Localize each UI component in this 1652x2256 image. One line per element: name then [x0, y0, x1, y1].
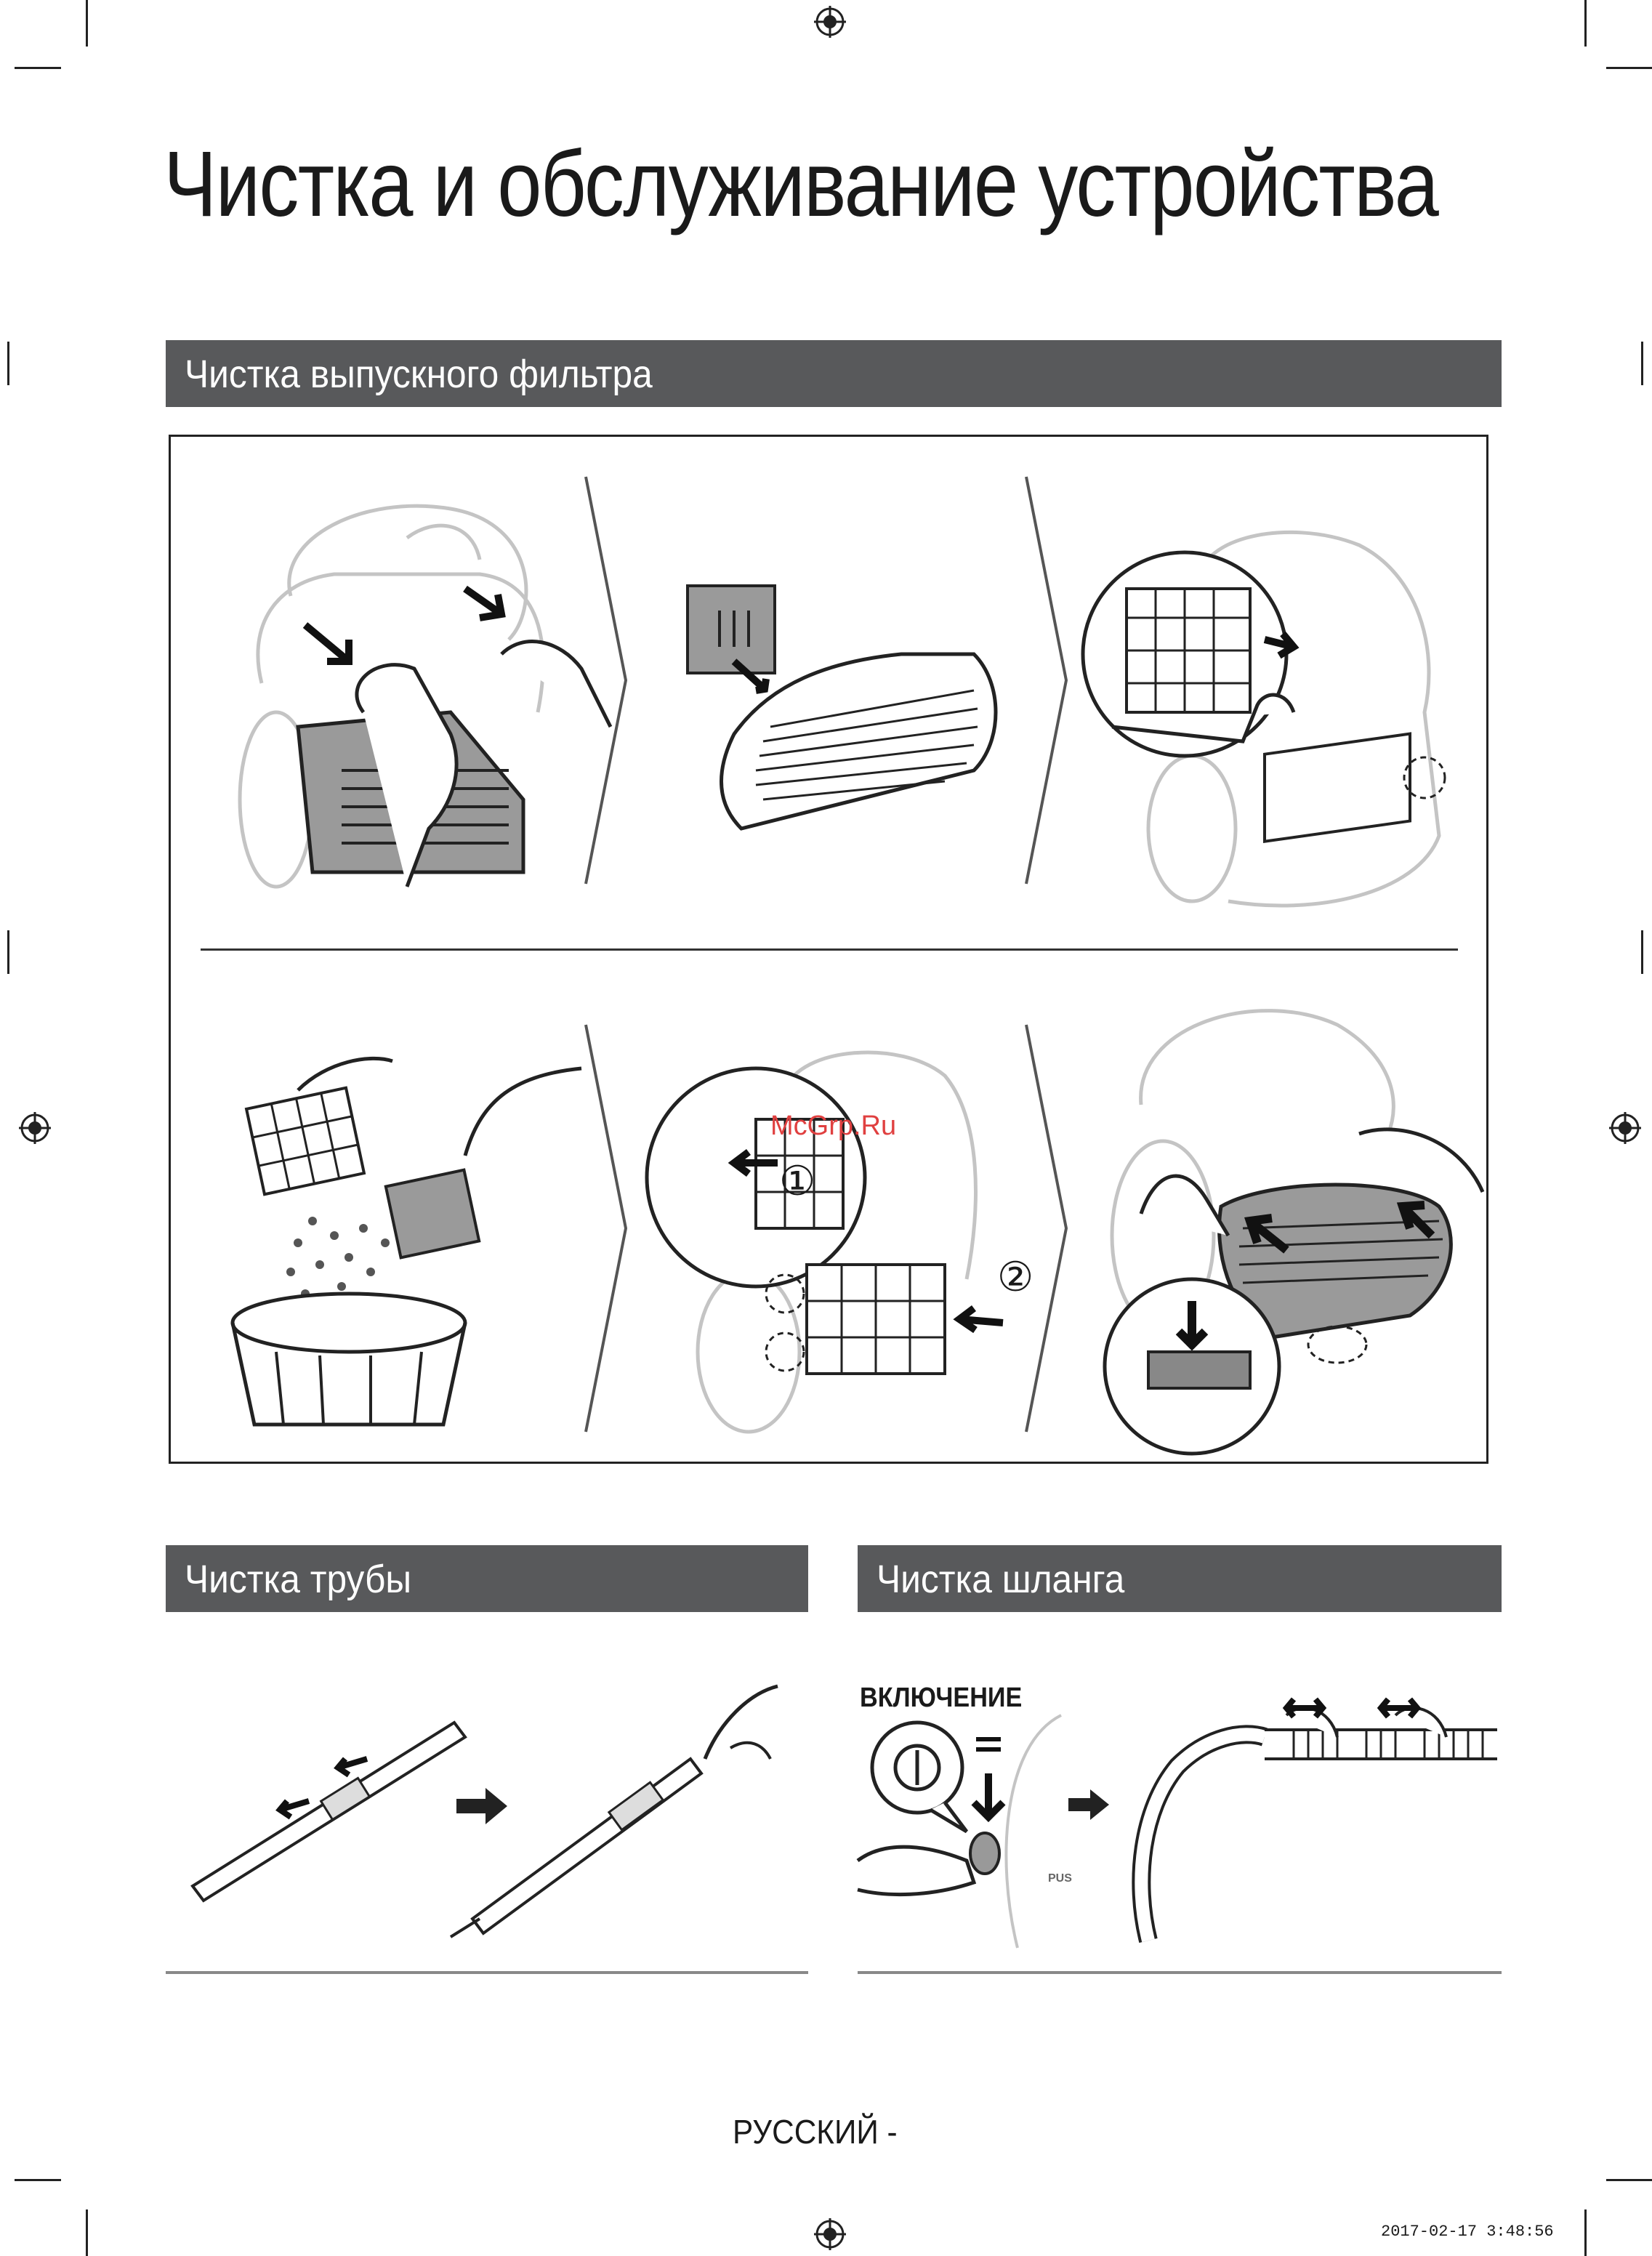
step-marker-1: ①: [779, 1157, 815, 1205]
section-heading-pipe: Чистка трубы: [185, 1557, 411, 1602]
power-button-text: PUS: [1048, 1872, 1072, 1885]
crop-mark-bottom-right-v: [1584, 2209, 1587, 2256]
crosshair-registration-icon: [814, 2218, 846, 2250]
step-separator-chevron: [1026, 1025, 1070, 1432]
step-separator-chevron: [1026, 477, 1070, 884]
crosshair-registration-icon: [19, 1112, 51, 1144]
section-bar-exhaust-filter: Чистка выпускного фильтра: [166, 340, 1502, 407]
section-bar-hose: Чистка шланга: [858, 1545, 1502, 1612]
crop-mark-top-left-v: [86, 0, 88, 47]
power-on-label: ВКЛЮЧЕНИЕ: [860, 1683, 1022, 1714]
page-footer-language: РУССКИЙ -: [733, 2112, 898, 2151]
step-separator-chevron: [586, 1025, 629, 1432]
steps-row-divider: [201, 948, 1458, 951]
crop-mark-top-right-v: [1584, 0, 1587, 47]
crop-mark-bottom-left-v: [86, 2209, 88, 2256]
crop-mark-bottom-right-h: [1606, 2179, 1652, 2181]
crosshair-registration-icon: [814, 6, 846, 38]
step2-illustration-filter-cover: [683, 581, 1010, 836]
crop-mark-top-right-h: [1606, 67, 1652, 69]
crop-mark-bottom-left-h: [15, 2179, 61, 2181]
crop-mark-top-left-h: [15, 67, 61, 69]
section-bar-pipe: Чистка трубы: [166, 1545, 808, 1612]
side-mark-right-1: [1641, 342, 1643, 385]
arrow-right-icon: [1068, 1789, 1109, 1820]
step4-illustration-tap-out-dust: [204, 1047, 611, 1425]
side-mark-right-2: [1641, 930, 1643, 974]
step6-illustration-close-cover: [1097, 996, 1490, 1432]
step1-illustration-remove-filter-cover: [233, 494, 611, 887]
watermark: McGrp.Ru: [770, 1111, 896, 1142]
pipe-section-rule: [166, 1971, 808, 1974]
page-title: Чистка и обслуживание устройства: [164, 131, 1438, 238]
print-timestamp: 2017-02-17 3:48:56: [1381, 2223, 1554, 2241]
step3-illustration-remove-filter: [1097, 523, 1461, 916]
section-heading-exhaust-filter: Чистка выпускного фильтра: [185, 352, 653, 397]
pipe-illustration-clean: [443, 1679, 792, 1941]
hose-illustration-power-on: [858, 1715, 1068, 1948]
side-mark-left-2: [7, 930, 9, 974]
crosshair-registration-icon: [1609, 1112, 1641, 1144]
step-separator-chevron: [586, 477, 629, 884]
pipe-illustration-extend: [185, 1701, 476, 1904]
hose-illustration-flex: [1119, 1693, 1497, 1955]
step5-illustration-insert-filter: [640, 1047, 1018, 1439]
section-heading-hose: Чистка шланга: [877, 1557, 1124, 1602]
hose-section-rule: [858, 1971, 1502, 1974]
side-mark-left-1: [7, 342, 9, 385]
